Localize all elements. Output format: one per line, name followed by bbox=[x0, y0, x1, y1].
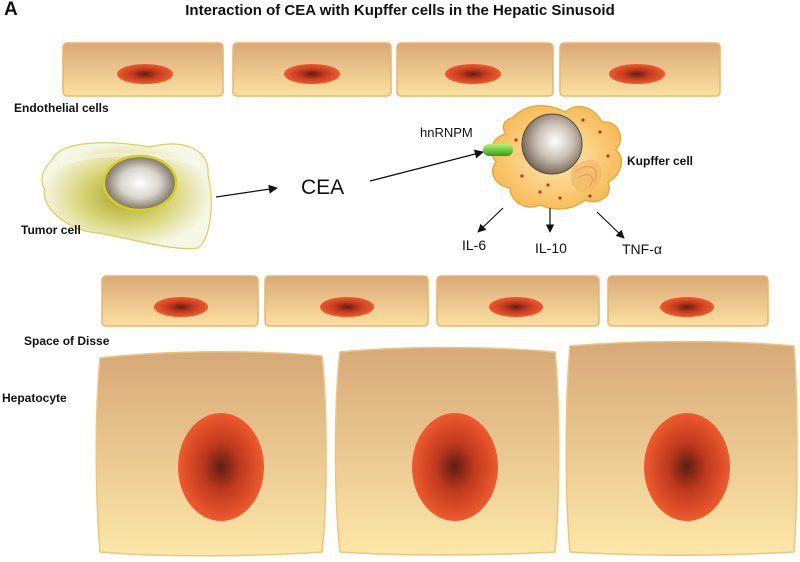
label-cea: CEA bbox=[301, 176, 345, 199]
kupffer-cell bbox=[483, 104, 623, 210]
label-hepatocyte: Hepatocyte bbox=[2, 391, 67, 405]
label-il6: IL-6 bbox=[462, 237, 487, 253]
endothelial-cell-bottom-2 bbox=[264, 275, 429, 327]
label-kupffer-cell: Kupffer cell bbox=[627, 154, 694, 168]
hepatocyte-2 bbox=[334, 346, 560, 556]
endothelial-cell-bottom-3 bbox=[436, 275, 600, 327]
arrow-cea-to-kupffer bbox=[369, 149, 484, 182]
label-il10: IL-10 bbox=[535, 240, 567, 256]
arrow-to-tnf bbox=[596, 211, 625, 239]
endothelial-cell-bottom-1 bbox=[101, 275, 259, 327]
arrow-to-il6 bbox=[477, 207, 504, 233]
hepatocyte-3 bbox=[565, 340, 798, 556]
hepatocyte-1 bbox=[95, 350, 327, 557]
label-tumor-cell: Tumor cell bbox=[21, 223, 81, 237]
panel-letter: A bbox=[4, 0, 18, 20]
label-endothelial-cells: Endothelial cells bbox=[14, 101, 109, 115]
endothelial-cell-top-1 bbox=[62, 42, 224, 97]
label-hnrnpm: hnRNPM bbox=[420, 125, 473, 140]
diagram-title: Interaction of CEA with Kupffer cells in… bbox=[185, 2, 615, 19]
endothelial-cell-top-4 bbox=[559, 42, 721, 97]
hnrnpm-receptor bbox=[483, 144, 513, 156]
endothelial-cell-bottom-4 bbox=[607, 275, 769, 327]
label-tnf-alpha: TNF-α bbox=[622, 241, 662, 257]
tumor-cell bbox=[41, 142, 212, 250]
arrow-tumor-to-cea bbox=[215, 184, 278, 198]
endothelial-cell-top-3 bbox=[396, 42, 554, 97]
label-space-of-disse: Space of Disse bbox=[24, 334, 110, 348]
endothelial-cell-top-2 bbox=[232, 42, 392, 97]
